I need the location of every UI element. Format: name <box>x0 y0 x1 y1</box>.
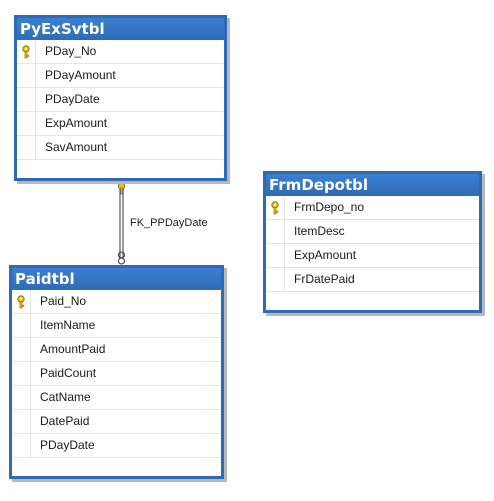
column-name: Paid_No <box>40 294 87 308</box>
row-selector[interactable] <box>266 268 285 291</box>
row-selector[interactable] <box>12 386 31 409</box>
column-name: FrDatePaid <box>294 272 355 286</box>
column-name: ItemName <box>40 318 96 332</box>
column-row[interactable]: ExpAmount <box>266 244 479 268</box>
column-row[interactable]: FrDatePaid <box>266 268 479 292</box>
column-name: PDayDate <box>45 92 100 106</box>
key-icon <box>269 200 281 215</box>
row-selector[interactable] <box>12 290 31 313</box>
row-selector[interactable] <box>12 434 31 457</box>
column-row[interactable]: PDayDate <box>17 88 224 112</box>
table-title[interactable]: Paidtbl <box>12 268 221 290</box>
column-row[interactable]: AmountPaid <box>12 338 221 362</box>
row-selector[interactable] <box>266 220 285 243</box>
column-row[interactable]: PDay_No <box>17 40 224 64</box>
row-selector[interactable] <box>17 112 36 135</box>
row-selector[interactable] <box>266 244 285 267</box>
column-name: DatePaid <box>40 414 90 428</box>
column-row[interactable]: Paid_No <box>12 290 221 314</box>
row-selector[interactable] <box>17 40 36 63</box>
row-selector[interactable] <box>266 196 285 219</box>
row-selector[interactable] <box>17 64 36 87</box>
column-name: PDayAmount <box>45 68 116 82</box>
column-row[interactable]: PDayDate <box>12 434 221 458</box>
column-name: ExpAmount <box>294 248 357 262</box>
column-row[interactable]: DatePaid <box>12 410 221 434</box>
column-row[interactable]: ItemDesc <box>266 220 479 244</box>
column-name: AmountPaid <box>40 342 106 356</box>
column-row[interactable]: SavAmount <box>17 136 224 160</box>
column-row[interactable]: ItemName <box>12 314 221 338</box>
column-row[interactable]: FrmDepo_no <box>266 196 479 220</box>
row-selector[interactable] <box>17 136 36 159</box>
key-icon <box>20 44 32 59</box>
column-name: ItemDesc <box>294 224 345 238</box>
column-name: PDay_No <box>45 44 97 58</box>
relationship-key-end-icon <box>117 182 126 195</box>
relationship-label: FK_PPDayDate <box>130 217 208 229</box>
row-selector[interactable] <box>12 338 31 361</box>
relationship-infinity-end-icon <box>118 251 125 265</box>
column-name: PDayDate <box>40 438 95 452</box>
row-selector[interactable] <box>12 362 31 385</box>
column-name: SavAmount <box>45 140 108 154</box>
key-icon <box>15 294 27 309</box>
column-name: ExpAmount <box>45 116 108 130</box>
row-selector[interactable] <box>12 314 31 337</box>
table-title[interactable]: FrmDepotbl <box>266 174 479 196</box>
column-name: FrmDepo_no <box>294 200 365 214</box>
table-title[interactable]: PyExSvtbl <box>17 18 224 40</box>
column-row[interactable]: PDayAmount <box>17 64 224 88</box>
column-row[interactable]: PaidCount <box>12 362 221 386</box>
column-name: PaidCount <box>40 366 97 380</box>
column-row[interactable]: ExpAmount <box>17 112 224 136</box>
column-row[interactable]: CatName <box>12 386 221 410</box>
row-selector[interactable] <box>17 88 36 111</box>
column-name: CatName <box>40 390 91 404</box>
row-selector[interactable] <box>12 410 31 433</box>
